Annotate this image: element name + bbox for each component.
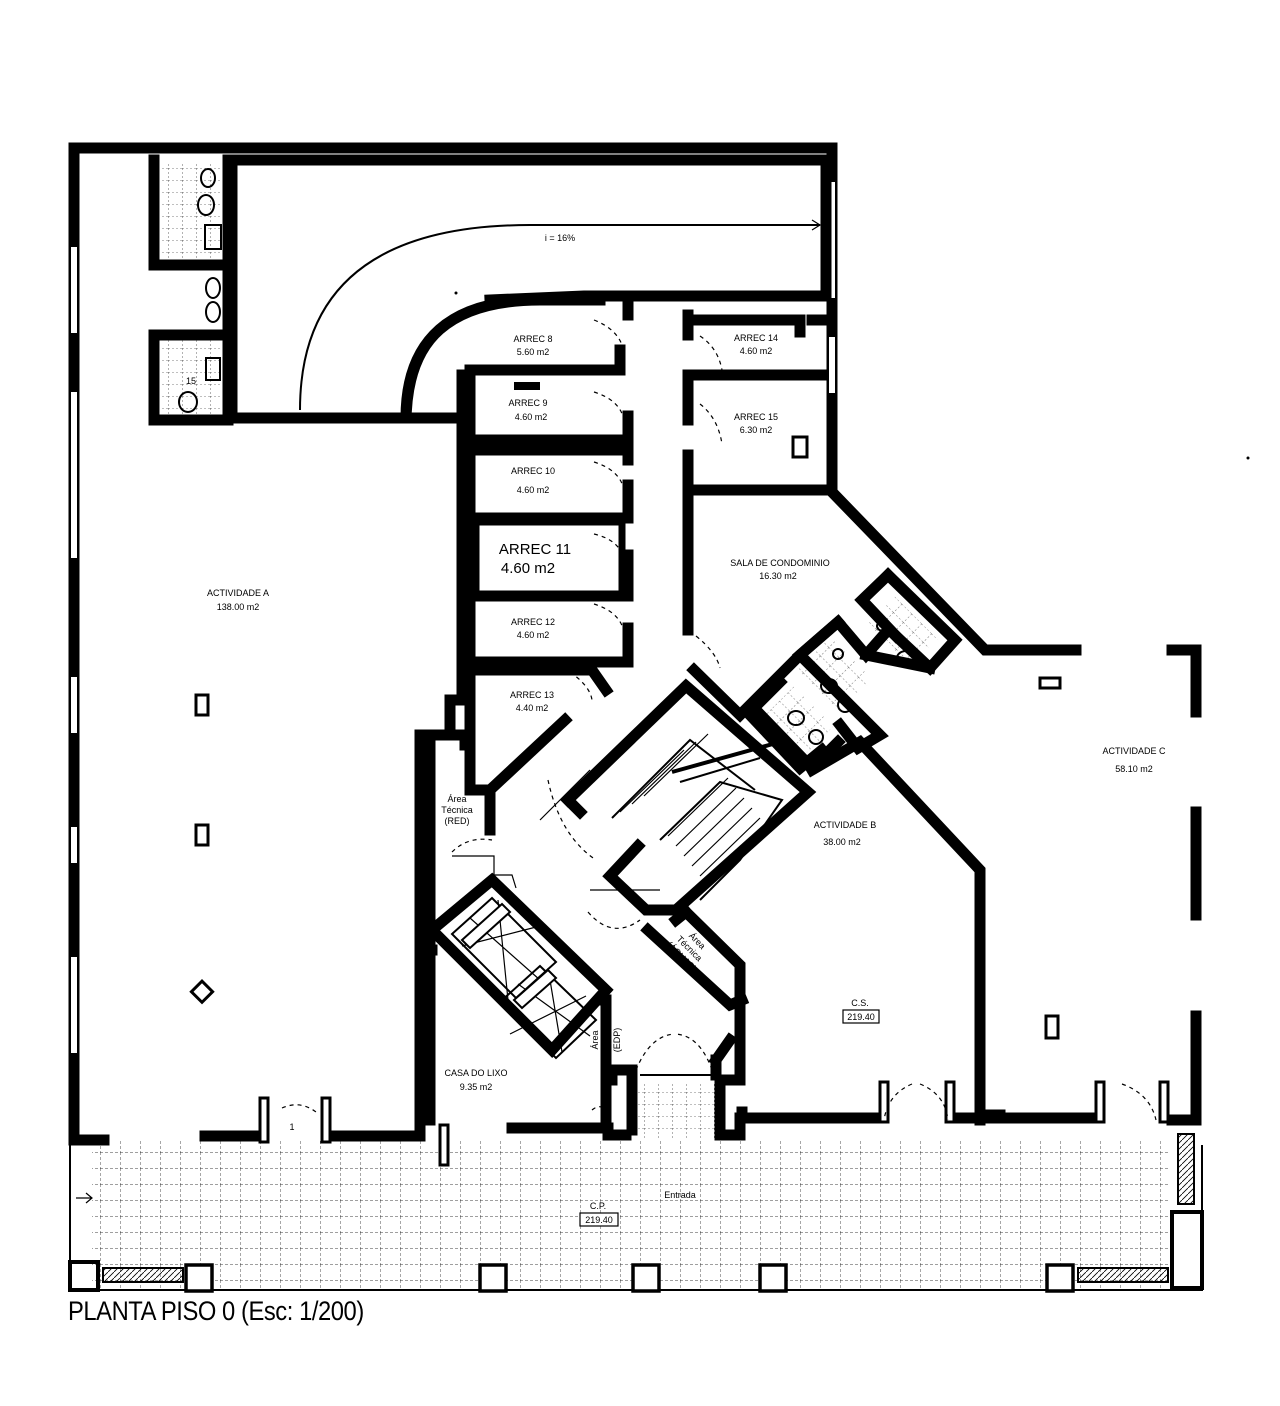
- room-name: ARREC 12: [511, 617, 555, 627]
- room-name: ACTIVIDADE A: [207, 588, 269, 598]
- wc-block-left: 15: [148, 154, 234, 426]
- sink-icon: [832, 648, 844, 660]
- sink-icon: [808, 729, 824, 745]
- room-area: 138.00 m2: [217, 602, 260, 612]
- actividade-a-details: 1: [189, 693, 332, 1144]
- room-area: 58.10 m2: [1115, 764, 1153, 774]
- room-area: 5.60 m2: [517, 347, 550, 357]
- room-name: ARREC 8: [513, 334, 552, 344]
- toilet-icon: [837, 697, 853, 713]
- column-a1: [194, 693, 210, 717]
- toilet-icon: [787, 710, 805, 726]
- pillar-sidewalk-right: [1170, 1210, 1204, 1290]
- room-name: ARREC 10: [511, 466, 555, 476]
- actividade-b-walls: [668, 735, 1170, 1126]
- column-4: [758, 1263, 788, 1293]
- column-5: [1045, 1263, 1075, 1293]
- ramp-slope: i = 16%: [545, 233, 575, 243]
- cota-value: 219.40: [847, 1012, 875, 1022]
- cota-name: C.P.: [590, 1201, 606, 1211]
- room-area: 9.35 m2: [460, 1082, 493, 1092]
- column-1: [184, 1263, 214, 1293]
- toilet-icon: [820, 678, 838, 694]
- column-c: [1044, 1014, 1060, 1040]
- room-area: 4.60 m2: [740, 346, 773, 356]
- planter-left: [102, 1267, 184, 1283]
- entrance-number: 1: [289, 1122, 294, 1132]
- area-tecnica-label: (EDP): [612, 1028, 622, 1053]
- room-name: ARREC 9: [508, 398, 547, 408]
- room-area: 4.60 m2: [517, 630, 550, 640]
- sink-icon: [204, 224, 222, 250]
- shaft-box: [791, 435, 809, 459]
- room-name: CASA DO LIXO: [444, 1068, 507, 1078]
- column-2: [478, 1263, 508, 1293]
- area-tecnica-label: Área: [590, 1030, 600, 1049]
- toilet-icon: [197, 194, 215, 216]
- sink-icon: [205, 277, 221, 299]
- plan-caption: PLANTA PISO 0 (Esc: 1/200): [68, 1296, 364, 1326]
- toilet-icon: [200, 168, 216, 188]
- casa-lixo-details: [438, 1106, 611, 1167]
- room-name: ACTIVIDADE C: [1102, 746, 1166, 756]
- planter-right: [1077, 1267, 1169, 1283]
- sink-icon: [876, 620, 890, 632]
- elevator-shaft: [423, 872, 614, 1060]
- room-area: 16.30 m2: [759, 571, 797, 581]
- room-area: 4.60 m2: [515, 412, 548, 422]
- planter-side: [1177, 1133, 1195, 1205]
- room-name: ARREC 13: [510, 690, 554, 700]
- room-area: 4.40 m2: [516, 703, 549, 713]
- lobby-walls: [424, 729, 750, 1136]
- room-name: ARREC 15: [734, 412, 778, 422]
- sink-icon: [764, 721, 776, 733]
- area-tecnica-label: Técnica: [601, 1024, 611, 1056]
- entrada-label: Entrada: [664, 1190, 696, 1200]
- shaft-box: [1038, 676, 1062, 690]
- area-tecnica-label: Área: [447, 794, 466, 804]
- area-tecnica-label: (RED): [445, 816, 470, 826]
- room-area: 6.30 m2: [740, 425, 773, 435]
- room-name: ACTIVIDADE B: [814, 820, 877, 830]
- room-name: ARREC 11: [499, 541, 571, 558]
- wc-number: 15: [186, 376, 196, 386]
- sink-icon: [205, 301, 221, 323]
- room-area: 38.00 m2: [823, 837, 861, 847]
- column-a3: [189, 978, 215, 1005]
- area-tecnica-label: Técnica: [441, 805, 473, 815]
- sidewalk-paving: [76, 1082, 1195, 1293]
- room-area: 4.60 m2: [501, 560, 555, 577]
- sink-icon: [205, 357, 221, 381]
- room-labels: ACTIVIDADE A 138.00 m2 ARREC 8 5.60 m2 A…: [207, 333, 1166, 1227]
- cota-name: C.S.: [851, 998, 869, 1008]
- column-3: [631, 1263, 661, 1293]
- room-name: SALA DE CONDOMINIO: [730, 558, 830, 568]
- cota-value: 219.40: [585, 1215, 613, 1225]
- stair-core: [539, 678, 817, 929]
- toilet-icon: [896, 650, 916, 666]
- room-name: ARREC 14: [734, 333, 778, 343]
- toilet-icon: [178, 391, 198, 413]
- storage-right: [682, 309, 832, 669]
- room-area: 4.60 m2: [517, 485, 550, 495]
- storage-block: [444, 294, 634, 836]
- column-a2: [194, 823, 210, 847]
